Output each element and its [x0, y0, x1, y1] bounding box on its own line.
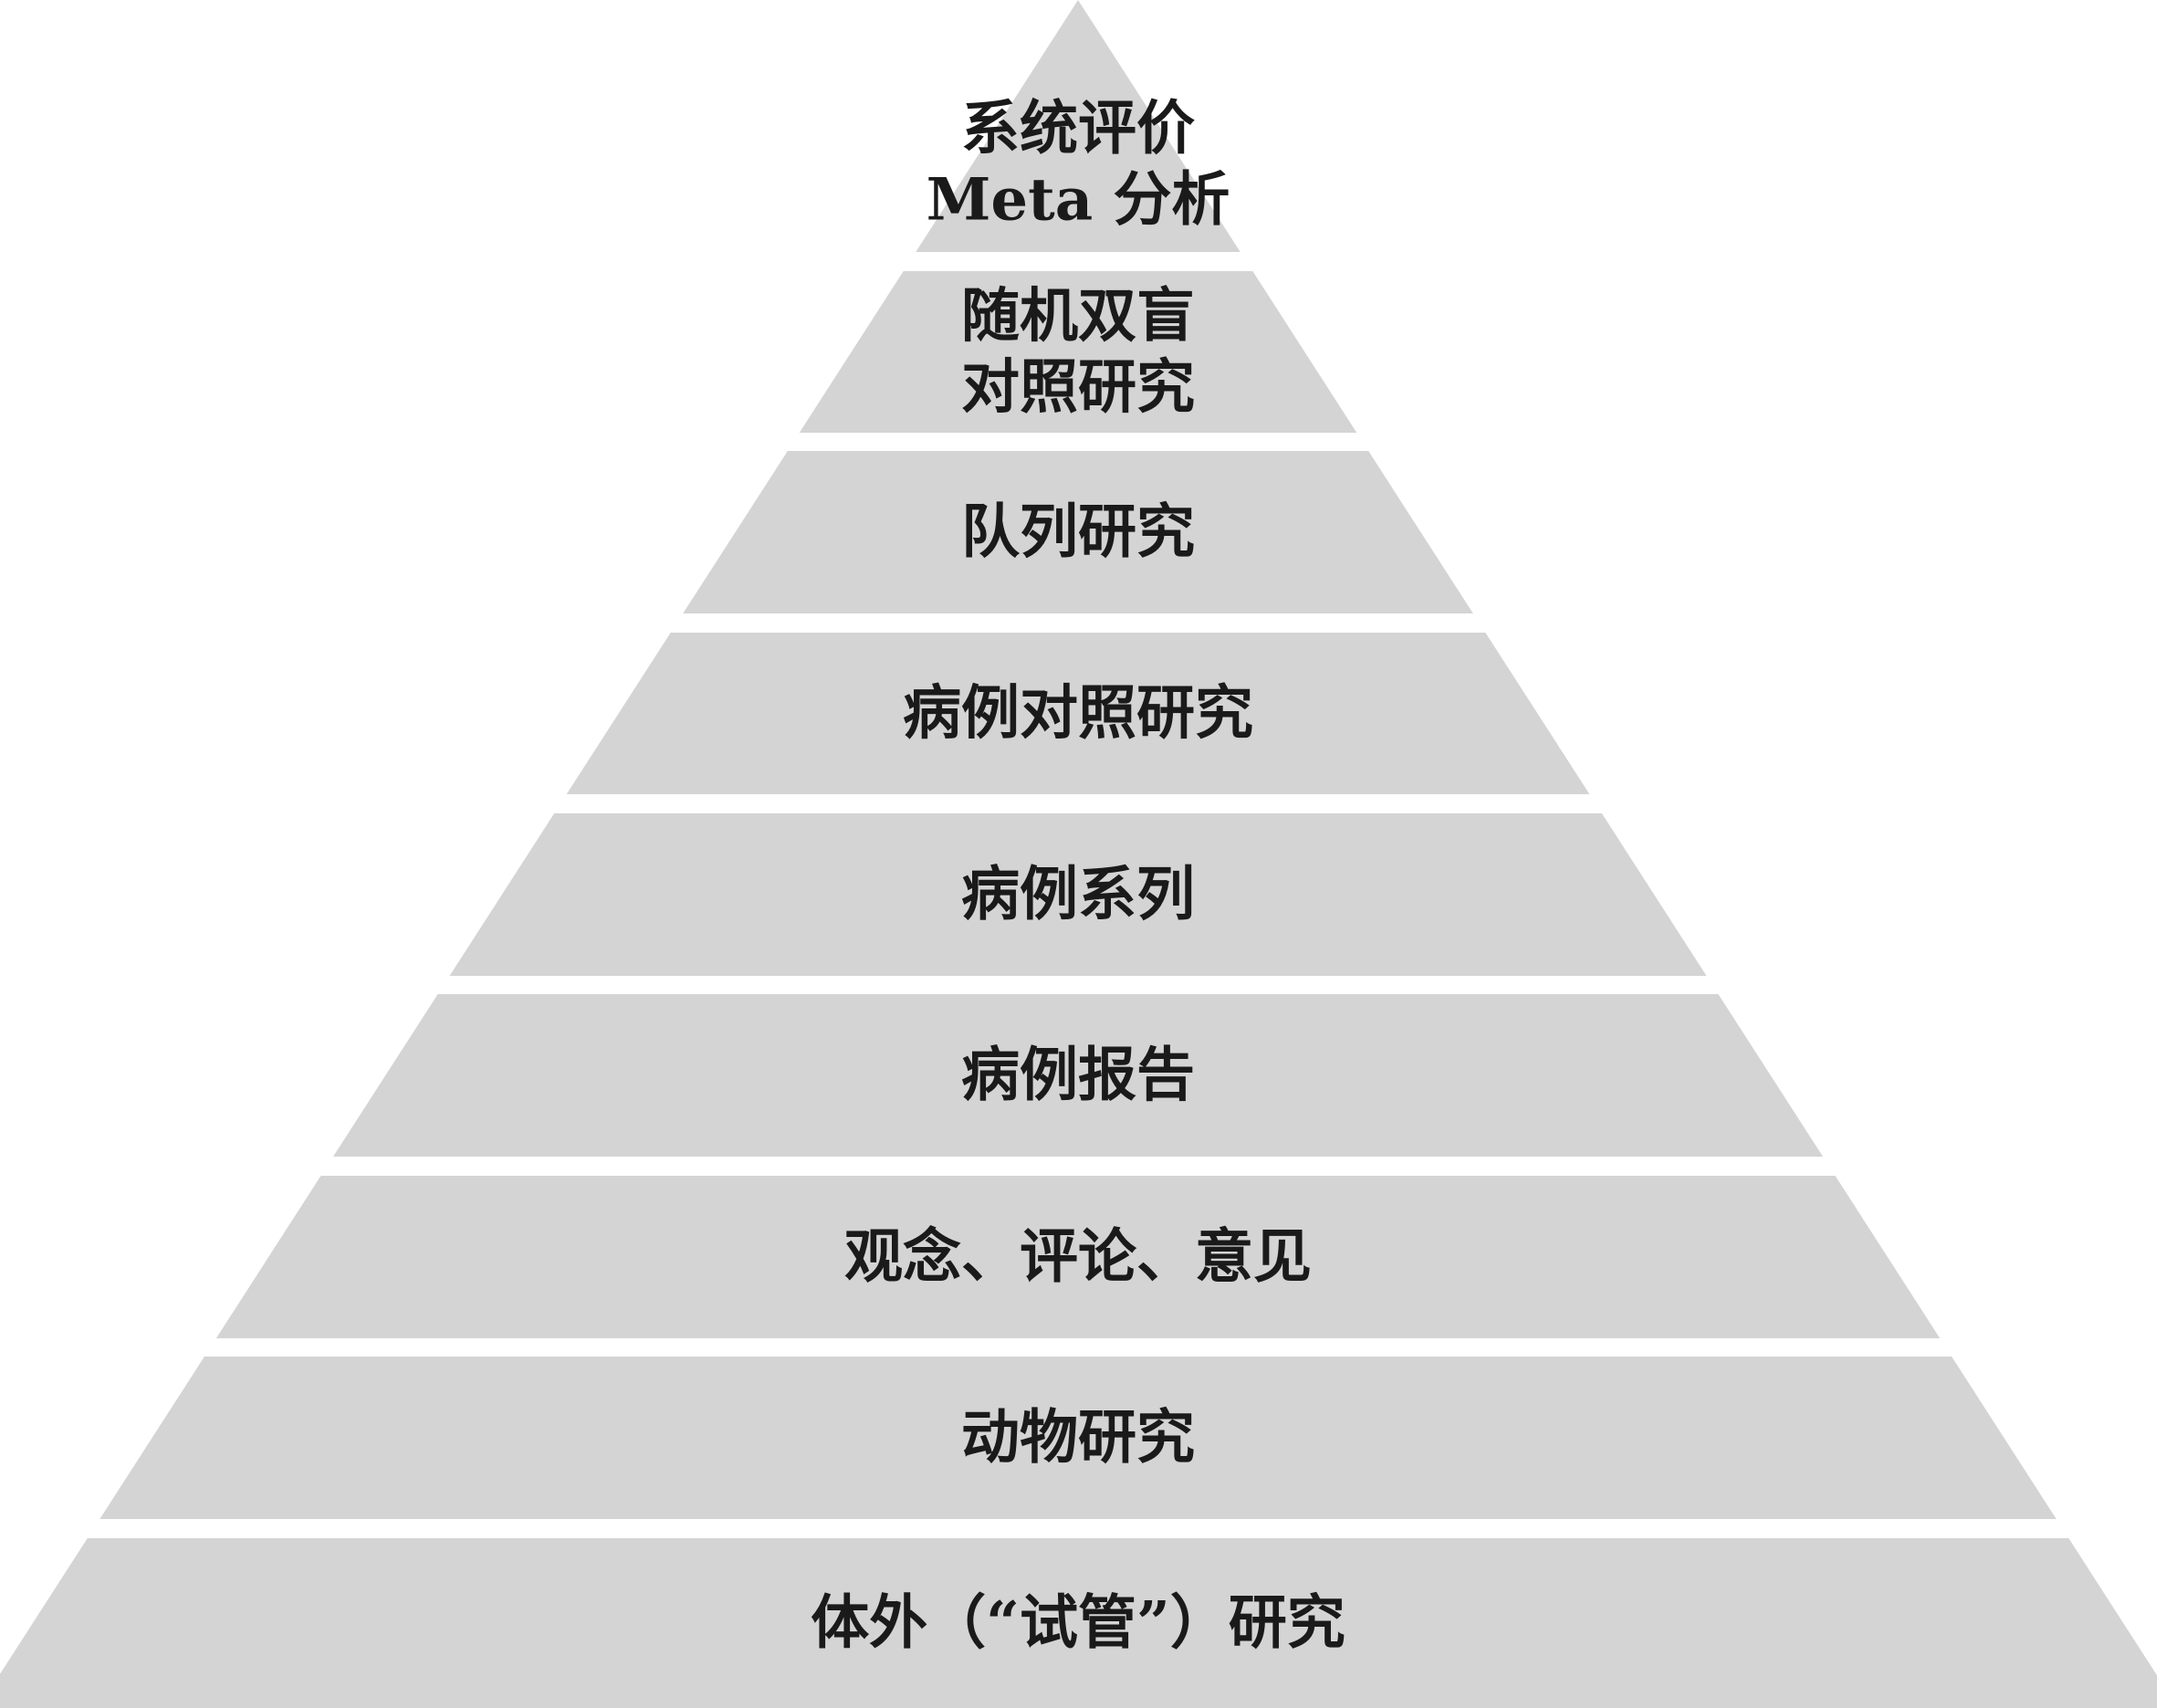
pyramid-tier-2-label-line-2: 对照研究	[961, 353, 1195, 422]
pyramid-tier-5	[449, 813, 1707, 976]
pyramid-tier-8	[99, 1357, 2057, 1519]
pyramid-tier-2-label-line-1: 随机双盲	[961, 282, 1195, 351]
pyramid-tier-6-label-line-1: 病例报告	[961, 1042, 1195, 1110]
pyramid-tier-7-label-line-1: 观念、评论、意见	[844, 1223, 1312, 1292]
pyramid-tier-4-label-line-1: 病例对照研究	[903, 679, 1253, 748]
pyramid-tier-1-label-line-1: 系统评价	[961, 95, 1195, 163]
pyramid-tier-4	[566, 633, 1590, 794]
pyramid-tier-5-label-line-1: 病例系列	[961, 861, 1195, 929]
pyramid-tier-6	[333, 994, 1823, 1157]
pyramid-tier-9	[0, 1538, 2157, 1708]
pyramid-tier-8-label-line-1: 动物研究	[961, 1404, 1195, 1472]
pyramid-tier-9-label-line-1: 体外（“试管”）研究	[811, 1589, 1346, 1658]
pyramid-tier-3	[683, 451, 1473, 613]
pyramid-tier-1	[916, 0, 1241, 252]
pyramid-tier-3-label-line-1: 队列研究	[961, 498, 1195, 567]
pyramid-tier-2	[799, 271, 1357, 433]
pyramid-tier-7	[215, 1176, 1941, 1338]
pyramid-tier-1-label-line-2: Meta 分析	[927, 166, 1230, 235]
